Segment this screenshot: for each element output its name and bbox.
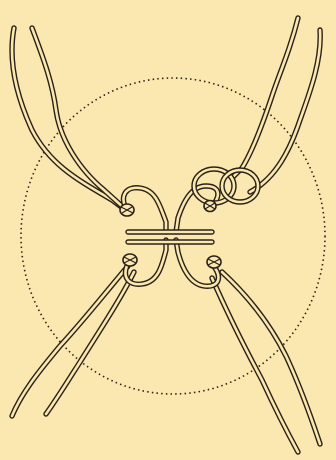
knot-top-right [204,201,216,212]
knot-bottom-right [207,256,221,268]
knot-bottom-left [123,254,137,266]
cord-top-right [232,18,320,192]
cord-bottom-right [212,272,320,452]
knot-top-left [120,204,134,216]
